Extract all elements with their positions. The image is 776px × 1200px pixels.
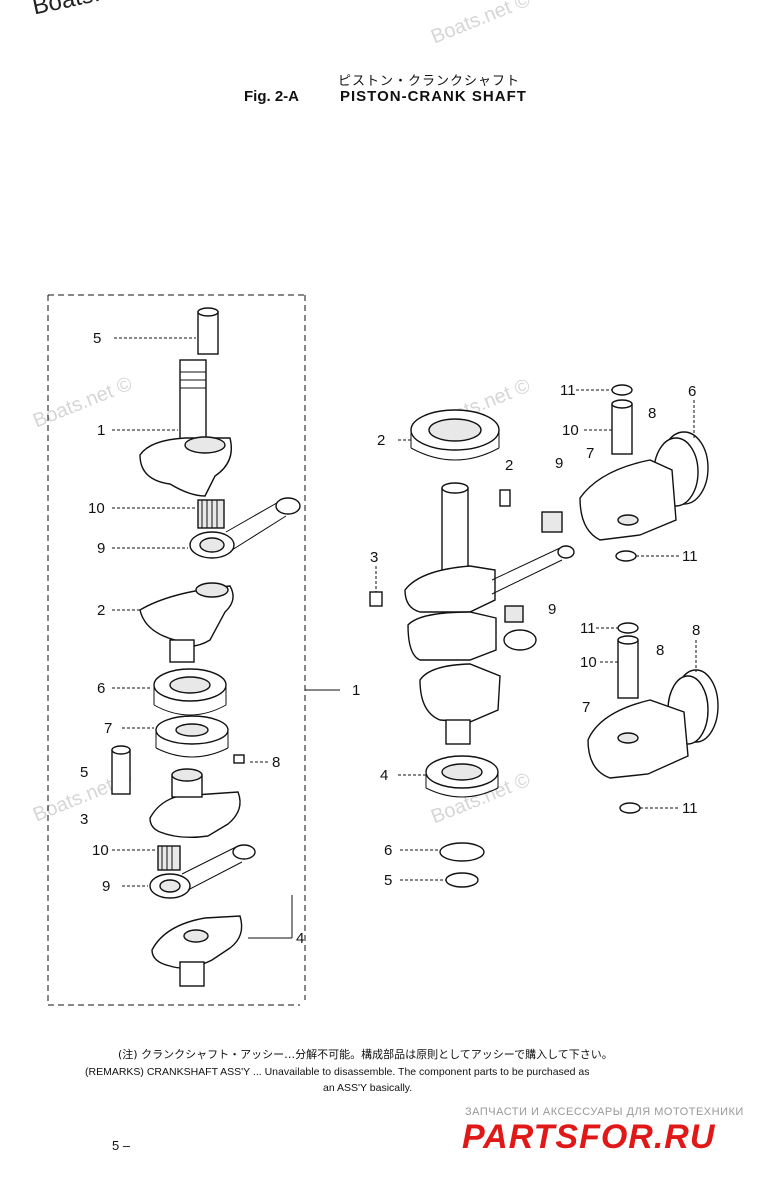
crank-pin — [197, 307, 219, 355]
assembly-boundary — [47, 294, 306, 1006]
piston-pin — [611, 399, 633, 455]
connecting-rod — [149, 844, 256, 899]
screw — [369, 566, 383, 607]
callout: 5 — [384, 872, 392, 889]
circlip — [445, 872, 479, 888]
callout: 5 — [93, 330, 101, 347]
page-title-japanese: ピストン・クランクシャフト — [338, 74, 521, 89]
piston-pin-clip — [615, 550, 637, 562]
callout: 9 — [102, 878, 110, 895]
callout: 4 — [296, 930, 304, 947]
callout: 8 — [272, 754, 280, 771]
crankshaft-assembly — [404, 482, 575, 745]
callout: 8 — [648, 405, 656, 422]
callout: 10 — [580, 654, 597, 671]
callout: 10 — [92, 842, 109, 859]
remarks-japanese: (注) クランクシャフト・アッシー…分解不可能。構成部品は原則としてアッシーで購… — [118, 1048, 613, 1061]
callout: 9 — [555, 455, 563, 472]
small-nut — [504, 605, 524, 623]
remarks-english: (REMARKS) CRANKSHAFT ASS'Y ... Unavailab… — [85, 1066, 590, 1078]
callout: 6 — [97, 680, 105, 697]
needle-bearing — [157, 845, 181, 871]
small-nut — [541, 511, 563, 533]
callout: 1 — [352, 682, 360, 699]
remarks-english-continued: an ASS'Y basically. — [323, 1082, 413, 1094]
callout: 2 — [377, 432, 385, 449]
callout: 1 — [97, 422, 105, 439]
ball-bearing — [153, 668, 227, 716]
page-title: PISTON-CRANK SHAFT — [340, 88, 527, 105]
callout: 2 — [97, 602, 105, 619]
middle-crank — [149, 768, 241, 839]
piston-pin-clip — [617, 622, 639, 634]
lower-bearing — [425, 755, 499, 798]
figure-number: Fig. 2-A — [244, 88, 299, 105]
callout: 6 — [688, 383, 696, 400]
callout: 11 — [580, 620, 596, 637]
callout: 11 — [682, 548, 698, 565]
callout: 3 — [80, 811, 88, 828]
callouts-right: 2 2 9 3 4 6 5 11 10 8 7 6 11 9 11 10 8 8… — [370, 382, 700, 889]
piston — [587, 699, 689, 779]
upper-crank — [139, 359, 233, 497]
page-number: 5 – — [112, 1138, 131, 1153]
brand-logo: PARTSFOR.RU — [462, 1118, 716, 1156]
callouts-left: 5 1 10 9 2 6 7 5 8 3 10 9 4 1 — [80, 330, 360, 947]
brand-tagline: ЗАПЧАСТИ И АКСЕССУАРЫ ДЛЯ МОТОТЕХНИКИ — [465, 1106, 744, 1118]
piston-pin — [617, 635, 639, 699]
callout: 7 — [104, 720, 112, 737]
callout: 7 — [586, 445, 594, 462]
callout: 3 — [370, 549, 378, 566]
washer — [439, 842, 485, 862]
callout: 9 — [548, 601, 556, 618]
woodruff-key — [233, 754, 245, 764]
callout: 11 — [560, 382, 576, 399]
callout: 6 — [384, 842, 392, 859]
callout: 5 — [80, 764, 88, 781]
callout: 10 — [562, 422, 579, 439]
needle-bearing — [197, 499, 225, 529]
key — [499, 489, 511, 507]
piston — [579, 459, 677, 541]
piston-pin-clip — [619, 802, 641, 814]
crank-web — [139, 582, 234, 663]
oil-seal — [155, 715, 229, 758]
top-bearing — [410, 409, 500, 461]
piston-pin-clip — [611, 384, 633, 396]
connecting-rod — [189, 497, 301, 559]
callout: 11 — [682, 800, 698, 817]
callout: 7 — [582, 699, 590, 716]
callout: 10 — [88, 500, 105, 517]
callout: 2 — [505, 457, 513, 474]
callout: 4 — [380, 767, 388, 784]
callout: 8 — [692, 622, 700, 639]
callout: 9 — [97, 540, 105, 557]
crank-pin — [111, 745, 131, 795]
lower-crank — [151, 915, 243, 987]
callout: 8 — [656, 642, 664, 659]
